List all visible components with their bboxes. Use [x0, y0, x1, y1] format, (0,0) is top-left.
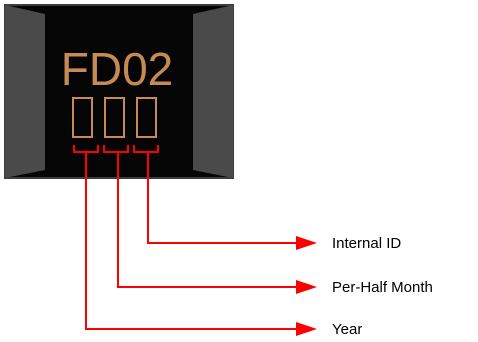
- right-terminal: [193, 5, 233, 178]
- label-per-half-month: Per-Half Month: [332, 279, 433, 296]
- date-box-half-month: [104, 97, 125, 138]
- leader-year: [85, 152, 298, 330]
- leader-half-month: [117, 152, 298, 288]
- arrowhead-year: [296, 322, 317, 336]
- leader-lines: [85, 152, 298, 330]
- arrowheads: [296, 236, 317, 336]
- label-internal-id: Internal ID: [332, 235, 401, 252]
- component-package: FD02: [4, 4, 234, 179]
- bracket-internal-id: [133, 145, 159, 153]
- marking-code: FD02: [61, 43, 173, 95]
- bracket-half-month: [103, 145, 129, 153]
- date-box-year: [72, 97, 93, 138]
- leader-internal-id: [147, 152, 298, 244]
- left-terminal: [5, 5, 45, 178]
- arrowhead-internal-id: [296, 236, 317, 250]
- label-year: Year: [332, 321, 362, 338]
- date-box-internal-id: [136, 97, 157, 138]
- arrowhead-half-month: [296, 280, 317, 294]
